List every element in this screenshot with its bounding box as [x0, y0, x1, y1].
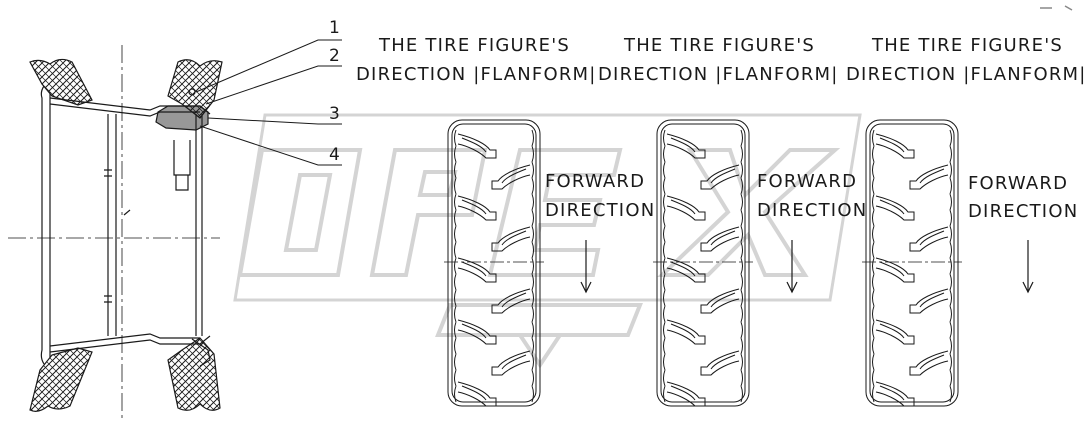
tread-lug: [666, 319, 706, 345]
tread-lug: [491, 350, 531, 376]
tire-1-forward-line1: FORWARD: [545, 171, 646, 192]
tread-lug: [909, 226, 949, 252]
tire-3-caption-line2: DIRECTION |FLANFORM|: [846, 64, 1087, 85]
tread-lug: [700, 226, 740, 252]
tread-lug: [700, 288, 740, 314]
tire-3-caption-line1: THE TIRE FIGURE'S: [872, 35, 1063, 56]
callout-4: 4: [329, 145, 340, 165]
watermark-logo: [233, 5, 1073, 369]
callout-2: 2: [329, 46, 340, 66]
tread-lug: [666, 257, 706, 283]
tire-section-bottom-right: [167, 337, 221, 411]
tire-1-caption-line2: DIRECTION |FLANFORM|: [356, 64, 597, 85]
rim-outline: [40, 85, 45, 365]
tire-1-forward-line2: DIRECTION: [545, 200, 656, 221]
tread-lug: [700, 164, 740, 190]
rim-section-view: [8, 45, 223, 420]
callout-1: 1: [329, 18, 340, 38]
tread-lug: [666, 133, 706, 159]
tread-lug: [875, 319, 915, 345]
tread-lug: [491, 226, 531, 252]
tread-lug: [909, 288, 949, 314]
tread-lug: [875, 257, 915, 283]
tire-3-forward-line1: FORWARD: [968, 173, 1069, 194]
tread-lug: [909, 350, 949, 376]
tire-2-forward-line1: FORWARD: [757, 171, 858, 192]
tread-lug: [909, 164, 949, 190]
tread-lug: [457, 319, 497, 345]
tread-lug: [491, 288, 531, 314]
tread-lug: [875, 133, 915, 159]
tread-lug: [457, 195, 497, 221]
tread-lug: [457, 381, 497, 407]
tire-tread-views: [444, 119, 962, 407]
tread-lug: [700, 350, 740, 376]
callout-leaders: [195, 39, 342, 166]
tread-lug: [875, 195, 915, 221]
tire-3: [862, 119, 962, 407]
callout-3: 3: [329, 104, 340, 124]
tire-1-caption-line1: THE TIRE FIGURE'S: [379, 35, 570, 56]
tire-2-caption-line1: THE TIRE FIGURE'S: [624, 35, 815, 56]
tire-section-top-left: [29, 58, 93, 106]
tread-lug: [875, 381, 915, 407]
tread-lug: [666, 195, 706, 221]
direction-arrows: [580, 240, 1034, 294]
tread-lug: [457, 133, 497, 159]
tire-section-bottom-left: [29, 347, 93, 412]
tire-3-forward-line2: DIRECTION: [968, 201, 1079, 222]
tire-2: [653, 119, 753, 407]
tire-2-forward-line2: DIRECTION: [757, 200, 868, 221]
tire-1: [444, 119, 544, 407]
tire-2-caption-line2: DIRECTION |FLANFORM|: [598, 64, 839, 85]
tire-outline: [865, 119, 959, 407]
tread-lug: [457, 257, 497, 283]
valve-assembly: [155, 105, 209, 131]
tread-lug: [666, 381, 706, 407]
tread-lug: [491, 164, 531, 190]
